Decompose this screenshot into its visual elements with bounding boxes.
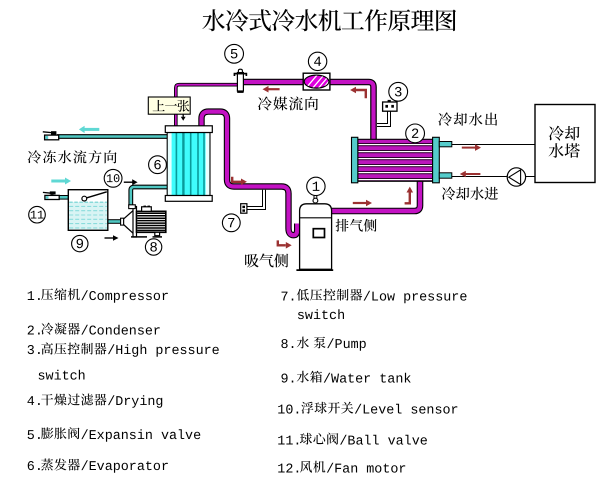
svg-text:2.: 2. bbox=[27, 324, 43, 339]
svg-text:6.: 6. bbox=[27, 460, 43, 475]
svg-text:/Pump: /Pump bbox=[327, 338, 367, 353]
svg-text:3.: 3. bbox=[27, 344, 43, 359]
svg-text:/Condenser: /Condenser bbox=[81, 324, 161, 339]
svg-text:4.: 4. bbox=[27, 395, 43, 410]
svg-text:9.: 9. bbox=[281, 372, 297, 387]
svg-text:/Drying: /Drying bbox=[107, 395, 163, 410]
svg-text:/Ball valve: /Ball valve bbox=[339, 434, 427, 449]
svg-text:/High pressure: /High pressure bbox=[107, 344, 220, 359]
svg-text:12.: 12. bbox=[277, 462, 301, 477]
svg-text:5.: 5. bbox=[27, 429, 43, 444]
svg-text:/Water tank: /Water tank bbox=[323, 372, 411, 387]
svg-text:/Level sensor: /Level sensor bbox=[354, 403, 458, 418]
svg-text:switch: switch bbox=[38, 369, 86, 384]
svg-text:/Fan motor: /Fan motor bbox=[326, 462, 406, 477]
svg-text:1.: 1. bbox=[27, 290, 43, 305]
svg-text:switch: switch bbox=[297, 309, 345, 324]
svg-text:7.: 7. bbox=[281, 290, 297, 305]
svg-text:8.: 8. bbox=[281, 338, 297, 353]
svg-text:/Evaporator: /Evaporator bbox=[81, 460, 169, 475]
svg-text:/Low pressure: /Low pressure bbox=[363, 290, 467, 305]
svg-text:11.: 11. bbox=[277, 434, 301, 449]
svg-text:10.: 10. bbox=[277, 403, 301, 418]
svg-text:/Expansin valve: /Expansin valve bbox=[81, 429, 202, 444]
svg-text:/Compressor: /Compressor bbox=[81, 290, 169, 305]
